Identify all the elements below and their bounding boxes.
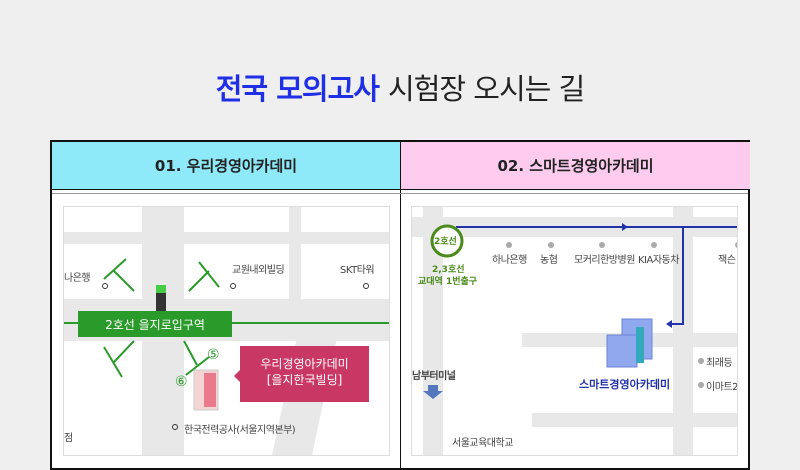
- route-icon: [423, 223, 737, 399]
- label-university: 서울교육대학교: [452, 438, 513, 449]
- label-nh: 농협: [540, 255, 558, 266]
- station-line2: 교대역 1번출구: [418, 277, 478, 287]
- locations-table: 01. 우리경영아카데미 02. 스마트경영아카데미 나은행 교원내외빌딩 SK…: [50, 140, 750, 470]
- label-terminal: 남부터미널: [412, 371, 456, 382]
- divider: [400, 142, 401, 468]
- callout: 우리경영아카데미 [을지한국빌딩]: [234, 346, 369, 402]
- station-line1: 2,3호선: [432, 265, 465, 275]
- title-rest: 시험장 오시는 길: [388, 72, 585, 106]
- label-building: 교원내외빌딩: [232, 265, 285, 276]
- map-smart[interactable]: 2호선 2,3호선 교대역 1번출구 하나은행 농협 모커리한방병원 KIA자동…: [411, 206, 738, 456]
- callout-line1: 우리경영아카데미: [260, 357, 349, 371]
- subway-exits-icon: [64, 258, 389, 411]
- label-choirae: 최래등: [706, 358, 733, 369]
- label-emart24: 이마트24: [706, 382, 738, 393]
- exit-6: ⑥: [175, 374, 188, 390]
- label-jackson: 잭슨: [718, 255, 736, 266]
- map-woori[interactable]: 나은행 교원내외빌딩 SKT타워 한국전력공사(서울지역본부) 점 2호선 을지…: [63, 206, 390, 456]
- label-branch: 점: [64, 433, 73, 444]
- destination-label: 스마트경영아카데미: [579, 378, 671, 391]
- station-badge: 2호선: [434, 237, 457, 247]
- header-smart: 02. 스마트경영아카데미: [401, 142, 750, 190]
- label-kia: KIA자동차: [638, 255, 679, 266]
- label-skt: SKT타워: [340, 265, 375, 276]
- page-title: 전국 모의고사 시험장 오시는 길: [0, 66, 800, 108]
- label-hospital: 모커리한방병원: [574, 255, 635, 266]
- label-hana: 하나은행: [492, 255, 527, 266]
- header-woori: 01. 우리경영아카데미: [52, 142, 400, 190]
- title-highlight: 전국 모의고사: [215, 72, 380, 106]
- station-label: 2호선 을지로입구역: [78, 311, 232, 337]
- label-kepco: 한국전력공사(서울지역본부): [184, 425, 296, 436]
- poi-icon: [102, 283, 108, 289]
- exit-5: ⑤: [207, 347, 220, 363]
- divider: [52, 193, 748, 194]
- callout-line2: [을지한국빌딩]: [266, 373, 343, 387]
- label-bank: 나은행: [64, 273, 91, 284]
- poi-icon: [363, 283, 369, 289]
- poi-icon: [172, 424, 178, 430]
- poi-icon: [230, 283, 236, 289]
